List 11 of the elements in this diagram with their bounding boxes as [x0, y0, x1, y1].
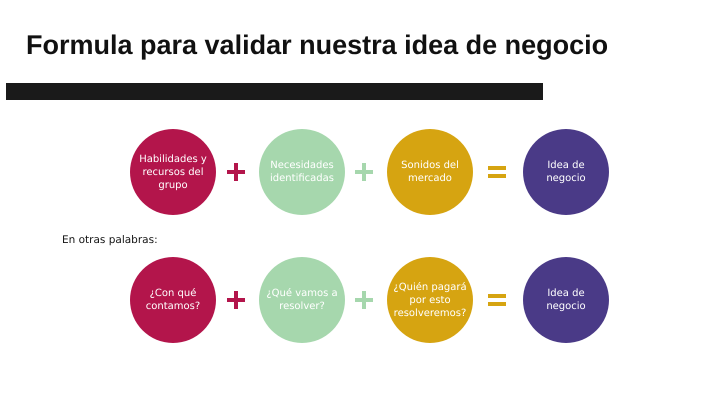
divider-bar	[6, 83, 543, 100]
node-text: Idea de negocio	[545, 159, 587, 185]
node-text: Sonidos del mercado	[400, 159, 460, 185]
node-text: ¿Con qué contamos?	[144, 287, 202, 313]
note-text: En otras palabras:	[62, 234, 158, 246]
title: Formula para validar nuestra idea de negocio	[26, 30, 608, 61]
node-text: Idea de negocio	[545, 287, 587, 313]
node-text: ¿Quién pagará por esto resolveremos?	[392, 280, 468, 320]
node-text: ¿Qué vamos a resolver?	[265, 287, 339, 313]
node-text: Necesidades identificadas	[269, 159, 335, 185]
node-text: Habilidades y recursos del grupo	[138, 152, 208, 192]
